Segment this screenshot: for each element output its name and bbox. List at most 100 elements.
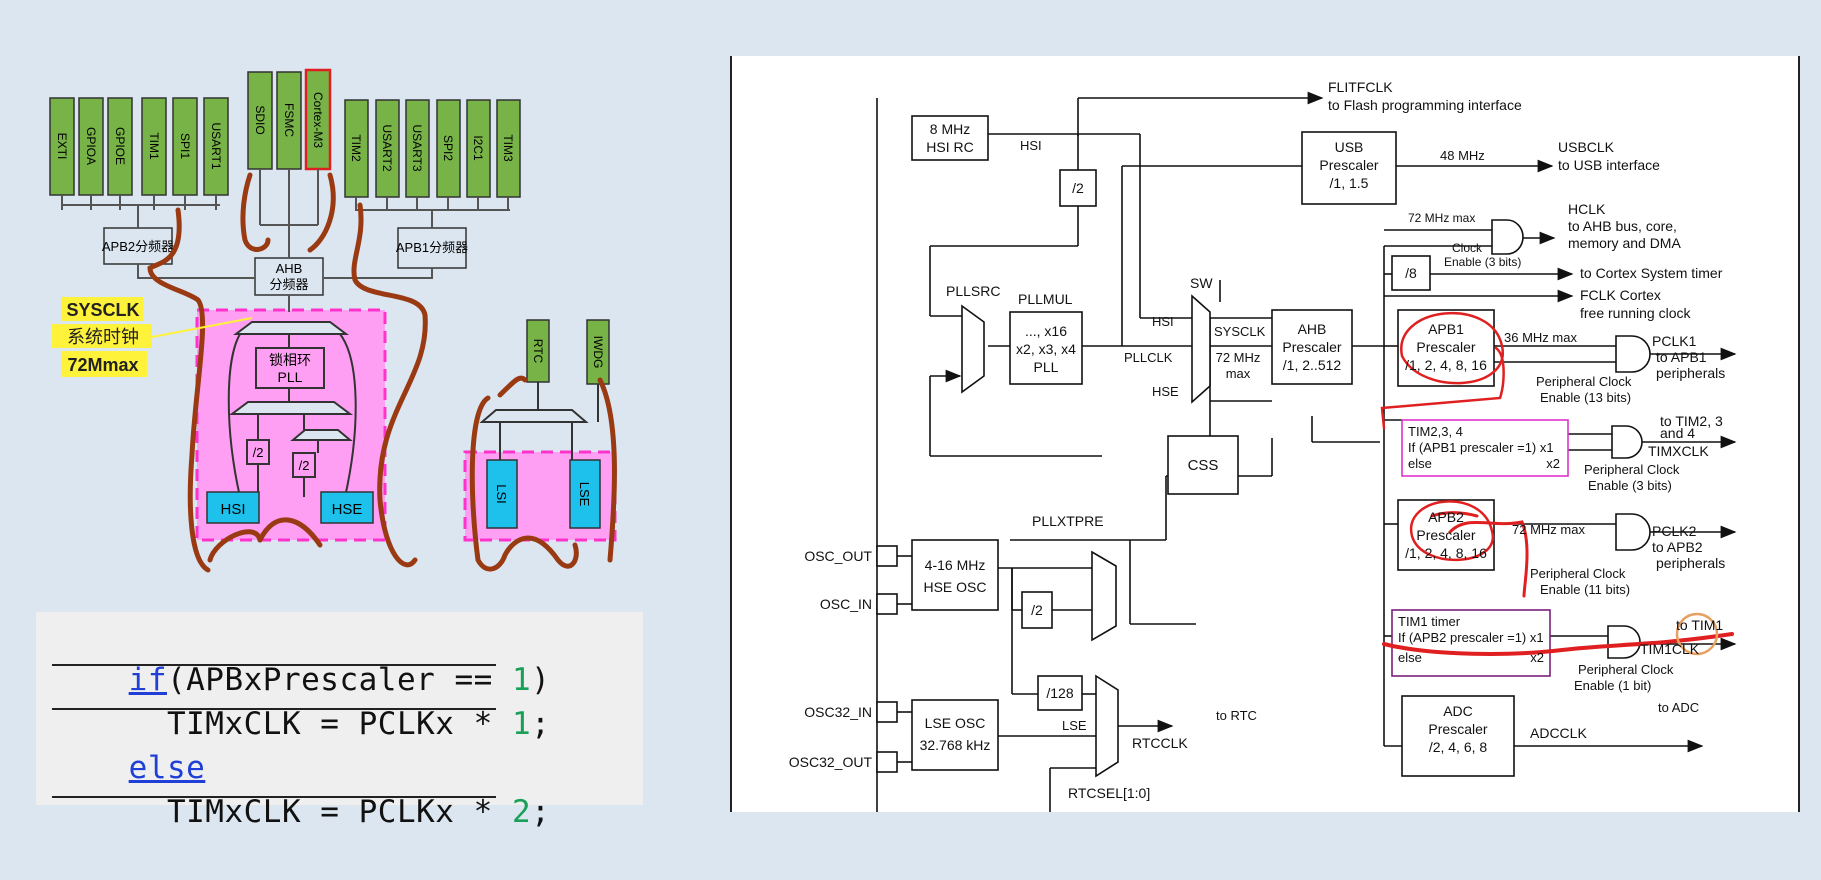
adcclk-label: ADCCLK (1530, 725, 1587, 741)
periph-enable-1-2: Enable (1 bit) (1574, 678, 1651, 693)
apb1-max-label: 36 MHz max (1504, 330, 1577, 345)
peripheral-box (247, 71, 273, 170)
apb2-divider-box (103, 227, 173, 265)
adc-label-3: /2, 4, 6, 8 (1429, 739, 1488, 755)
timxclk-label: TIMXCLK (1648, 443, 1709, 459)
pclk2-desc-1: to APB2 (1652, 539, 1703, 555)
flitfclk-label: FLITFCLK (1328, 79, 1393, 95)
code-text: TIMxCLK = PCLKx * (128, 794, 512, 830)
apb1-peripheral-group: TIM2 USART2 USART3 SPI2 I2C1 TIM3 (344, 99, 521, 198)
peripheral-label: GPIOE (113, 127, 127, 165)
ahb-divider-label-1: AHB (276, 261, 303, 276)
sysclk-max-label-1: 72 MHz (1216, 350, 1261, 365)
adc-label-2: Prescaler (1428, 721, 1487, 737)
sw-hsi-label: HSI (1152, 314, 1174, 329)
code-text: ; (531, 706, 551, 742)
tim234-label-3: else (1408, 456, 1432, 471)
rtcclk-label: RTCCLK (1132, 735, 1188, 751)
sysclk-note-line2: 系统时钟 (67, 327, 139, 347)
tim234-label-2: If (APB1 prescaler =1) x1 (1408, 440, 1554, 455)
osc-in-label: OSC_IN (820, 596, 872, 612)
peripheral-label: FSMC (282, 103, 296, 137)
periph-enable-13-1: Peripheral Clock (1536, 374, 1632, 389)
sysclk-note (52, 297, 253, 377)
pclk1-label: PCLK1 (1652, 333, 1697, 349)
code-snippet: if(APBxPrescaler == 1) TIMxCLK = PCLKx *… (36, 612, 643, 830)
peripheral-box (276, 71, 302, 170)
tim1clk-label: TIM1CLK (1640, 641, 1700, 657)
tim1-x2-label: x2 (1530, 650, 1544, 665)
hclk-desc-1: to AHB bus, core, (1568, 218, 1677, 234)
periph-enable-3-1: Peripheral Clock (1584, 462, 1680, 477)
periph-enable-3-2: Enable (3 bits) (1588, 478, 1672, 493)
peripheral-box (203, 97, 229, 196)
apb2-peripheral-group: EXTI GPIOA GPIOE TIM1 SPI1 USART1 (49, 97, 229, 196)
code-line-1: if(APBxPrescaler == 1) (52, 626, 550, 734)
periph-enable-11-2: Enable (11 bits) (1540, 582, 1630, 597)
tim1-label-2: If (APB2 prescaler =1) x1 (1398, 630, 1544, 645)
pclk1-desc-1: to APB1 (1656, 349, 1707, 365)
hse-label: HSE (332, 501, 363, 518)
code-underline (52, 664, 496, 666)
cortex-timer-label: to Cortex System timer (1580, 265, 1723, 281)
hclk-desc-2: memory and DMA (1568, 235, 1681, 251)
usb-freq-label: 48 MHz (1440, 148, 1485, 163)
code-text: (APBxPrescaler == (166, 662, 512, 698)
sysclk-note-line3: 72Mmax (67, 355, 138, 375)
osc-out-label: OSC_OUT (804, 548, 872, 564)
hsi-rc-label-1: 8 MHz (930, 121, 970, 137)
to-adc-label: to ADC (1658, 700, 1699, 715)
peripheral-label: GPIOA (84, 127, 98, 165)
pllmul-label: PLLMUL (1018, 291, 1073, 307)
code-number: 1 (511, 662, 532, 698)
hsi-line-label: HSI (1020, 138, 1042, 153)
apb1-label-1: APB1 (1428, 321, 1464, 337)
ahb-label-3: /1, 2..512 (1283, 357, 1342, 373)
div2-hse-label: /2 (1031, 602, 1043, 618)
red-annotations (1380, 311, 1734, 656)
sysclk-note-line1: SYSCLK (66, 300, 139, 320)
lse-osc-label-1: LSE OSC (925, 715, 986, 731)
rtc-label: RTC (531, 339, 545, 364)
apb2-divider-label: APB2分频器 (102, 239, 174, 254)
pllxtpre-label: PLLXTPRE (1032, 513, 1104, 529)
fclk-label-2: free running clock (1580, 305, 1692, 321)
flitfclk-desc: to Flash programming interface (1328, 97, 1522, 113)
osc32-out-label: OSC32_OUT (789, 754, 873, 770)
div8-label: /8 (1405, 265, 1417, 281)
code-underline (52, 796, 496, 798)
keyword-else: else (128, 750, 206, 786)
handdrawn-annotations (147, 172, 617, 573)
ahb-divider-label-2: 分频器 (269, 277, 308, 292)
hsi-box (206, 491, 260, 524)
hsi-label: HSI (220, 501, 245, 518)
usb-label-3: /1, 1.5 (1330, 175, 1369, 191)
usbclk-label: USBCLK (1558, 139, 1615, 155)
code-line-4: TIMxCLK = PCLKx * 2; (52, 758, 550, 866)
apb2-label-1: APB2 (1428, 509, 1464, 525)
simplified-clock-diagram: EXTI GPIOA GPIOE TIM1 SPI1 USART1 SDIO F… (49, 68, 617, 573)
div2-label-a: /2 (253, 445, 264, 460)
ahb-peripheral-group: SDIO FSMC Cortex-M3 (247, 68, 332, 171)
hse-osc-label-1: 4-16 MHz (925, 557, 986, 573)
apb1-label-3: /1, 2, 4, 8, 16 (1405, 357, 1487, 373)
pll-box-label-2: x2, x3, x4 (1016, 341, 1076, 357)
keyword-if: if (128, 662, 167, 698)
pllsrc-label: PLLSRC (946, 283, 1000, 299)
ahb-divider-box (254, 257, 324, 296)
apb2-label-3: /1, 2, 4, 8, 16 (1405, 545, 1487, 561)
peripheral-label: SPI1 (178, 133, 192, 159)
periph-enable-1-1: Peripheral Clock (1578, 662, 1674, 677)
usbclk-desc: to USB interface (1558, 157, 1660, 173)
hclk-label: HCLK (1568, 201, 1606, 217)
label-group: FLITFCLK to Flash programming interface … (789, 79, 1726, 801)
peripheral-label: EXTI (55, 133, 69, 160)
pll-label-1: 锁相环 (269, 352, 311, 368)
mux-arrows (930, 280, 1221, 383)
clock-tree-diagram: FLITFCLK to Flash programming interface … (789, 79, 1737, 812)
iwdg-label: IWDG (591, 336, 605, 369)
tim1-label-3: else (1398, 650, 1422, 665)
rtc-mux-lines (479, 382, 599, 460)
usb-label-2: Prescaler (1319, 157, 1378, 173)
sw-hse-label: HSE (1152, 384, 1179, 399)
